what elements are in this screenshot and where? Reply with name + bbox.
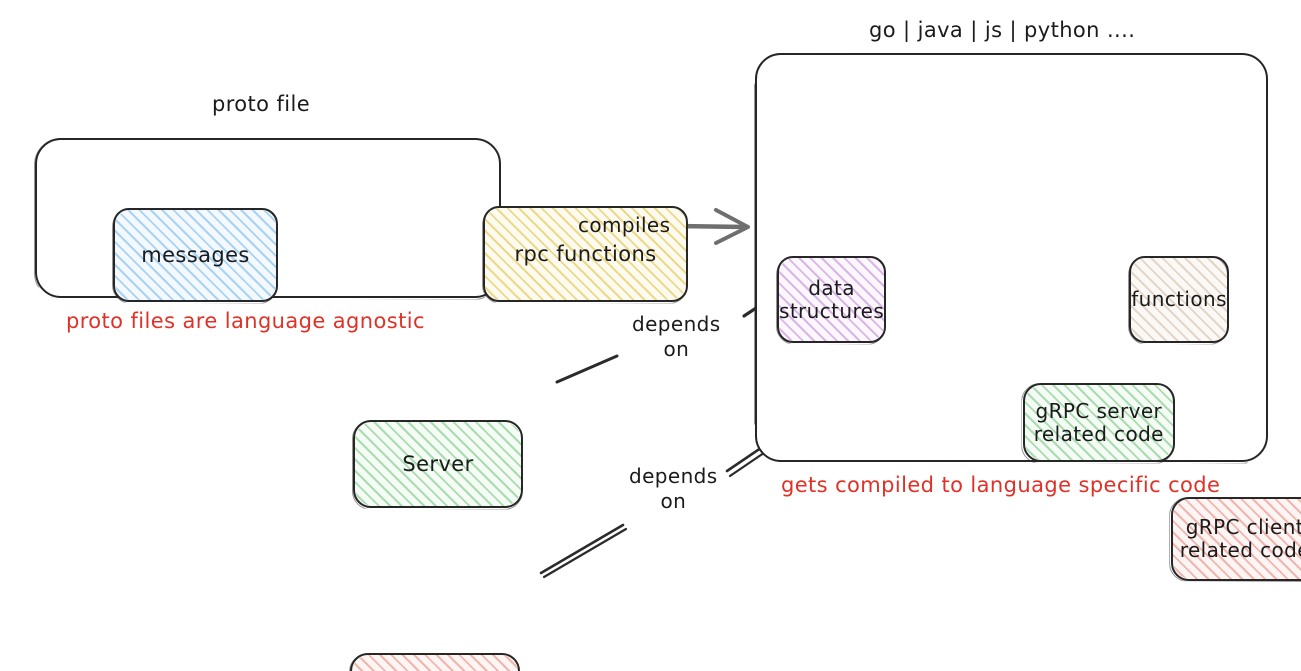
- grpc-server-code-box[interactable]: gRPC server related code: [1022, 383, 1175, 462]
- rpc-functions-label: rpc functions: [514, 241, 657, 266]
- client-box[interactable]: Client: [350, 653, 520, 671]
- edge-label-client-depends-on: depends on: [629, 464, 718, 513]
- data-structures-label: data structures: [779, 275, 885, 323]
- grpc-client-code-box[interactable]: gRPC client related code: [1170, 496, 1301, 581]
- functions-label: functions: [1131, 287, 1227, 311]
- proto-language-agnostic-note: proto files are language agnostic: [66, 309, 425, 333]
- grpc-client-code-label: gRPC client related code: [1179, 514, 1301, 562]
- server-label: Server: [402, 451, 474, 476]
- rpc-functions-box[interactable]: rpc functions: [483, 206, 688, 302]
- messages-label: messages: [141, 242, 250, 267]
- server-box[interactable]: Server: [353, 420, 523, 508]
- functions-box[interactable]: functions: [1129, 256, 1229, 343]
- edge-label-compiles: compiles: [578, 213, 671, 237]
- grpc-server-code-label: gRPC server related code: [1033, 398, 1164, 446]
- generated-code-container: data structures functions gRPC server re…: [755, 53, 1301, 581]
- data-structures-box[interactable]: data structures: [777, 256, 887, 343]
- proto-file-title: proto file: [212, 92, 311, 116]
- proto-file-container: messages rpc functions: [35, 138, 688, 302]
- messages-box[interactable]: messages: [113, 208, 278, 302]
- edge-label-server-depends-on: depends on: [632, 312, 721, 361]
- generated-code-title: go | java | js | python ....: [869, 18, 1136, 42]
- gets-compiled-note: gets compiled to language specific code: [781, 473, 1221, 497]
